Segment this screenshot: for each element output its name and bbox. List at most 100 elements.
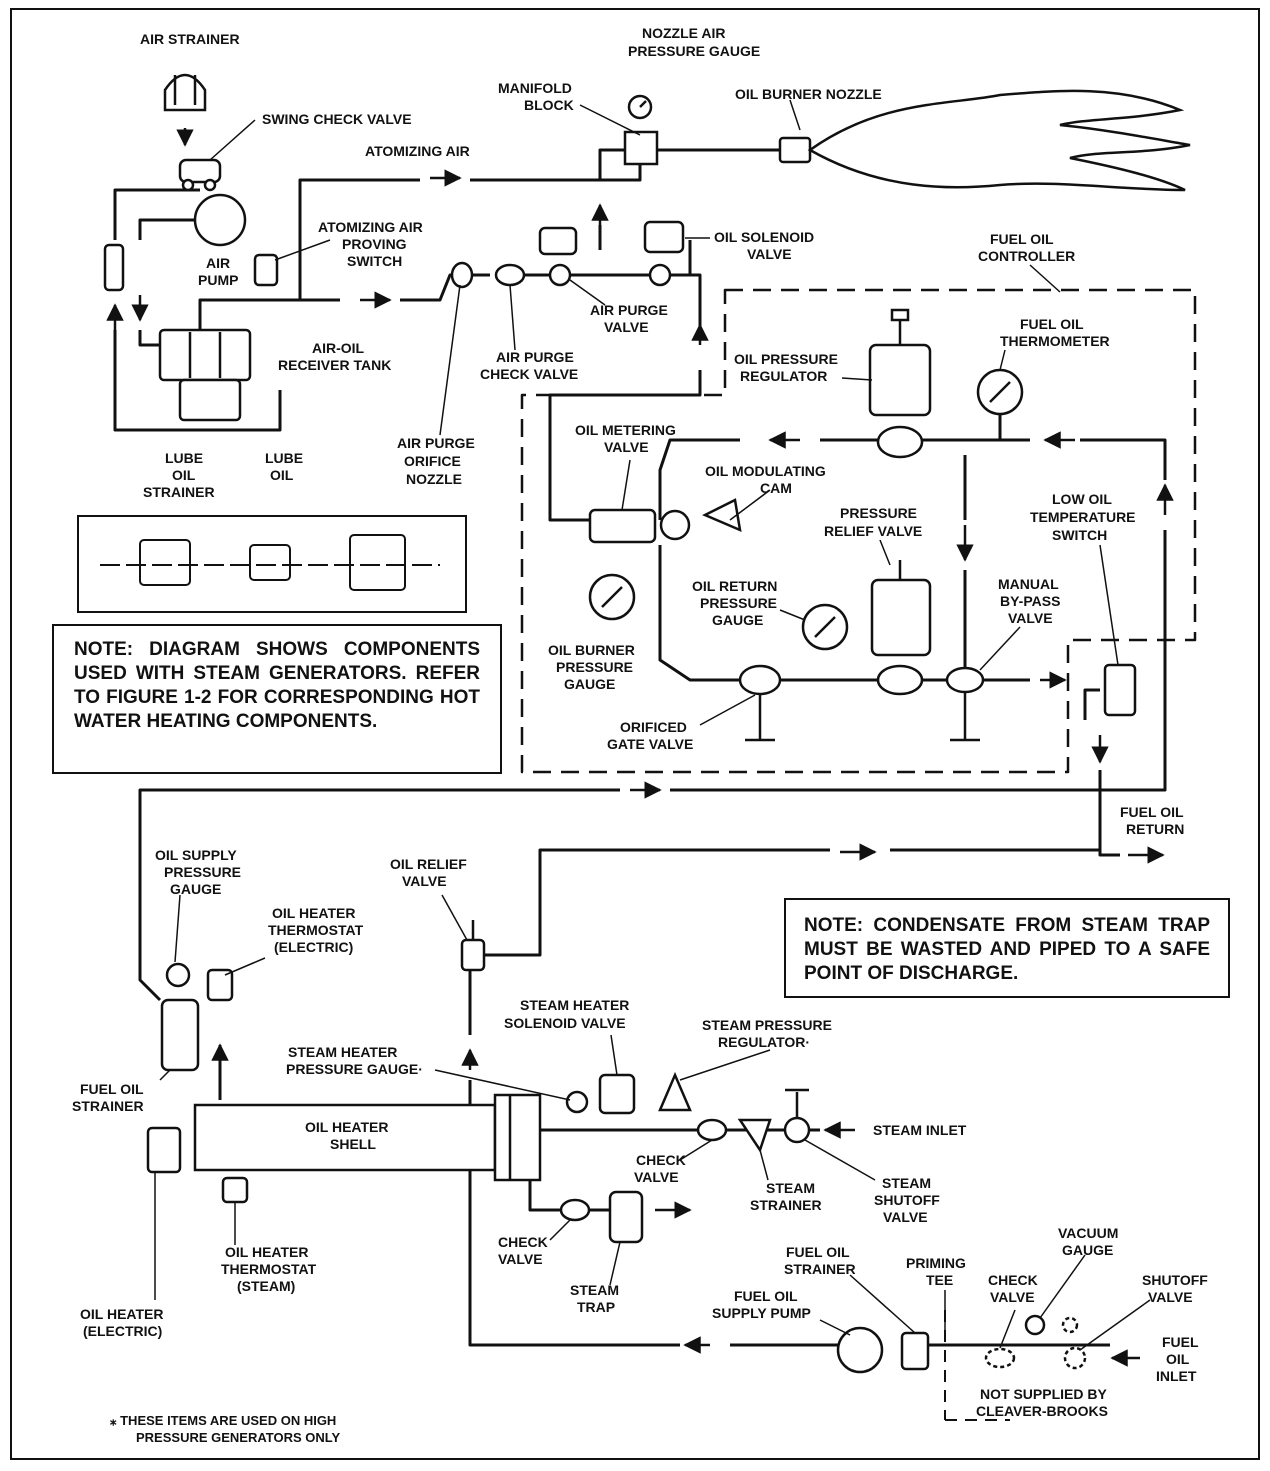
shutoff-valve-icon [1061,1316,1087,1370]
label-oil-heater-thermostat-s-1: OIL HEATER [225,1244,309,1260]
label-oil-relief-2: VALVE [402,873,447,889]
label-oil-modulating-2: CAM [760,480,792,496]
label-check-valve-2b: VALVE [498,1251,543,1267]
air-purge-orifice-nozzle-icon [450,261,474,289]
label-oil-return-gauge-1: OIL RETURN [692,578,777,594]
label-steam-inlet: STEAM INLET [873,1122,967,1138]
label-steam-pressure-regulator-2: REGULATOR· [718,1034,810,1050]
label-fuel-oil-thermometer-1: FUEL OIL [1020,316,1084,332]
label-shutoff-valve-2: VALVE [1148,1289,1193,1305]
label-oil-pressure-regulator-1: OIL PRESSURE [734,351,838,367]
label-air-strainer: AIR STRAINER [140,31,240,47]
label-atomizing-switch-1: ATOMIZING AIR [318,219,423,235]
heat-exchanger-head-icon [493,1093,542,1182]
oil-modulating-cam-icon [702,498,742,533]
label-fuel-oil-strainer-b-1: FUEL OIL [786,1244,850,1260]
label-oil-heater-shell-1: OIL HEATER [305,1119,389,1135]
inline-filter-icon [103,243,125,292]
label-lube-oil-1: LUBE [265,450,303,466]
oil-pressure-regulator-icon [868,308,932,459]
label-low-oil-temp-2: TEMPERATURE [1030,509,1136,525]
steam-shutoff-valve-icon [783,1088,811,1144]
fuel-oil-thermometer-icon [976,368,1024,416]
label-check-valve-3a: CHECK [988,1272,1038,1288]
label-fuel-oil-return-2: RETURN [1126,821,1184,837]
oil-burner-pressure-gauge-icon [588,573,636,621]
label-steam-strainer-1: STEAM [766,1180,815,1196]
label-fuel-oil-return-1: FUEL OIL [1120,804,1184,820]
label-oil-burner-gauge-1: OIL BURNER [548,642,635,658]
label-manual-bypass-2: BY-PASS [1000,593,1060,609]
label-vacuum-gauge-2: GAUGE [1062,1242,1113,1258]
label-oil-solenoid-1: OIL SOLENOID [714,229,814,245]
manual-bypass-valve-icon [945,666,985,742]
label-manifold-2: BLOCK [524,97,574,113]
label-air-oil-tank-1: AIR-OIL [312,340,365,356]
label-oil-heater-thermostat-s-3: (STEAM) [237,1278,295,1294]
label-nozzle-air-1: NOZZLE AIR [642,25,725,41]
label-fuel-oil-inlet-3: INLET [1156,1368,1197,1384]
label-check-valve-3b: VALVE [990,1289,1035,1305]
check-valve-icon-2 [559,1198,591,1222]
label-lube-oil-strainer-2: OIL [172,467,196,483]
label-air-pump-1: AIR [206,255,230,271]
label-not-supplied-2: CLEAVER-BROOKS [976,1403,1108,1419]
steam-heater-solenoid-valve-icon [598,1073,636,1115]
label-air-purge-check-1: AIR PURGE [496,349,574,365]
oil-return-pressure-gauge-icon [801,603,849,651]
label-oil-supply-gauge-2: PRESSURE [164,864,241,880]
label-steam-shutoff-2: SHUTOFF [874,1192,940,1208]
label-oil-burner-nozzle: OIL BURNER NOZZLE [735,86,882,102]
swing-check-valve-icon [178,158,222,192]
oil-heater-thermostat-electric-icon [206,968,234,1002]
manifold-block-icon [623,130,659,166]
labels: AIR STRAINER SWING CHECK VALVE NOZZLE AI… [72,25,1208,1419]
label-steam-heater-solenoid-1: STEAM HEATER [520,997,629,1013]
oil-heater-thermostat-steam-icon [221,1176,249,1204]
proving-switch-icon [253,253,279,287]
label-air-purge-valve-2: VALVE [604,319,649,335]
label-oil-return-gauge-3: GAUGE [712,612,763,628]
label-air-purge-valve-1: AIR PURGE [590,302,668,318]
pressure-relief-valve-icon [870,560,932,696]
oil-metering-valve-icon [588,508,691,544]
orifice-nozzle-detail [77,515,467,613]
label-air-purge-orifice-1: AIR PURGE [397,435,475,451]
label-manual-bypass-3: VALVE [1008,610,1053,626]
label-oil-pressure-regulator-2: REGULATOR [740,368,827,384]
label-oil-solenoid-2: VALVE [747,246,792,262]
label-oil-heater-shell-2: SHELL [330,1136,376,1152]
label-oil-heater-thermostat-e-2: THERMOSTAT [268,922,364,938]
label-oil-heater-electric-1: OIL HEATER [80,1306,164,1322]
footnote-line-1: ⁎ THESE ITEMS ARE USED ON HIGH [110,1413,337,1428]
label-oil-return-gauge-2: PRESSURE [700,595,777,611]
label-low-oil-temp-3: SWITCH [1052,527,1107,543]
label-manifold-1: MANIFOLD [498,80,572,96]
label-air-purge-orifice-2: ORIFICE [404,453,461,469]
label-oil-supply-gauge-1: OIL SUPPLY [155,847,237,863]
label-lube-oil-2: OIL [270,467,294,483]
label-oil-modulating-1: OIL MODULATING [705,463,826,479]
label-shutoff-valve-1: SHUTOFF [1142,1272,1208,1288]
note-condensate: NOTE: CONDENSATE FROM STEAM TRAP MUST BE… [784,898,1230,998]
label-check-valve-1b: VALVE [634,1169,679,1185]
label-steam-heater-gauge-1: STEAM HEATER [288,1044,397,1060]
oil-relief-valve-icon [460,920,486,972]
label-fuel-oil-strainer-2: STRAINER [72,1098,144,1114]
check-valve-icon [696,1118,728,1142]
label-atomizing-air: ATOMIZING AIR [365,143,470,159]
air-purge-check-valve-icon [494,263,526,287]
air-oil-receiver-tank-icon [158,328,252,422]
label-atomizing-switch-2: PROVING [342,236,407,252]
label-lube-oil-strainer-3: STRAINER [143,484,215,500]
note-steam-generators: NOTE: DIAGRAM SHOWS COMPONENTS USED WITH… [52,624,502,774]
label-orificed-gate-2: GATE VALVE [607,736,693,752]
label-steam-shutoff-1: STEAM [882,1175,931,1191]
label-fuel-oil-supply-pump-1: FUEL OIL [734,1288,798,1304]
label-fuel-oil-supply-pump-2: SUPPLY PUMP [712,1305,811,1321]
label-lube-oil-strainer-1: LUBE [165,450,203,466]
oil-solenoid-valve-icon [643,220,685,287]
air-strainer-icon [163,73,207,112]
steam-heater-pressure-gauge-icon [565,1090,589,1114]
